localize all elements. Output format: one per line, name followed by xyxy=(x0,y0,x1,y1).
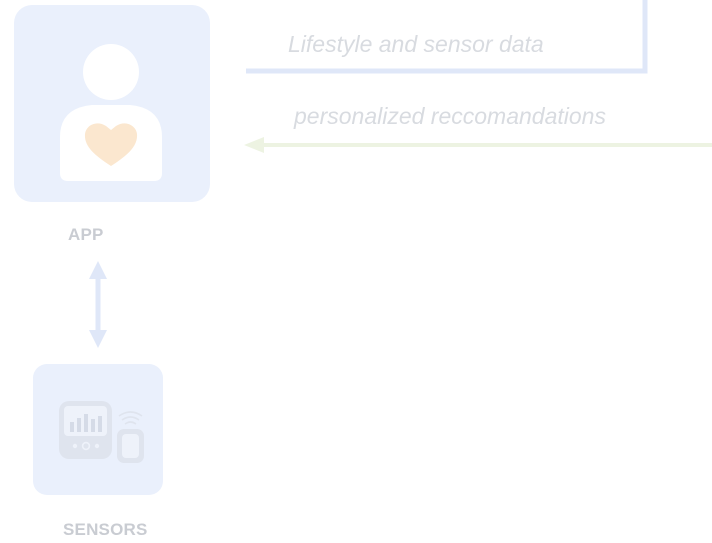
wearable-sensor-icon xyxy=(59,401,144,463)
up-arrowhead xyxy=(89,261,107,279)
down-arrowhead xyxy=(89,330,107,348)
user-heart-icon xyxy=(60,44,162,181)
sensors-label: SENSORS xyxy=(63,520,148,539)
recommendation-arrowhead xyxy=(244,137,264,153)
app-label: APP xyxy=(68,225,104,244)
app-tile xyxy=(14,5,210,202)
lifestyle-data-label: Lifestyle and sensor data xyxy=(288,31,544,57)
sensors-tile xyxy=(33,364,163,495)
recommendations-label: personalized reccomandations xyxy=(294,103,606,129)
